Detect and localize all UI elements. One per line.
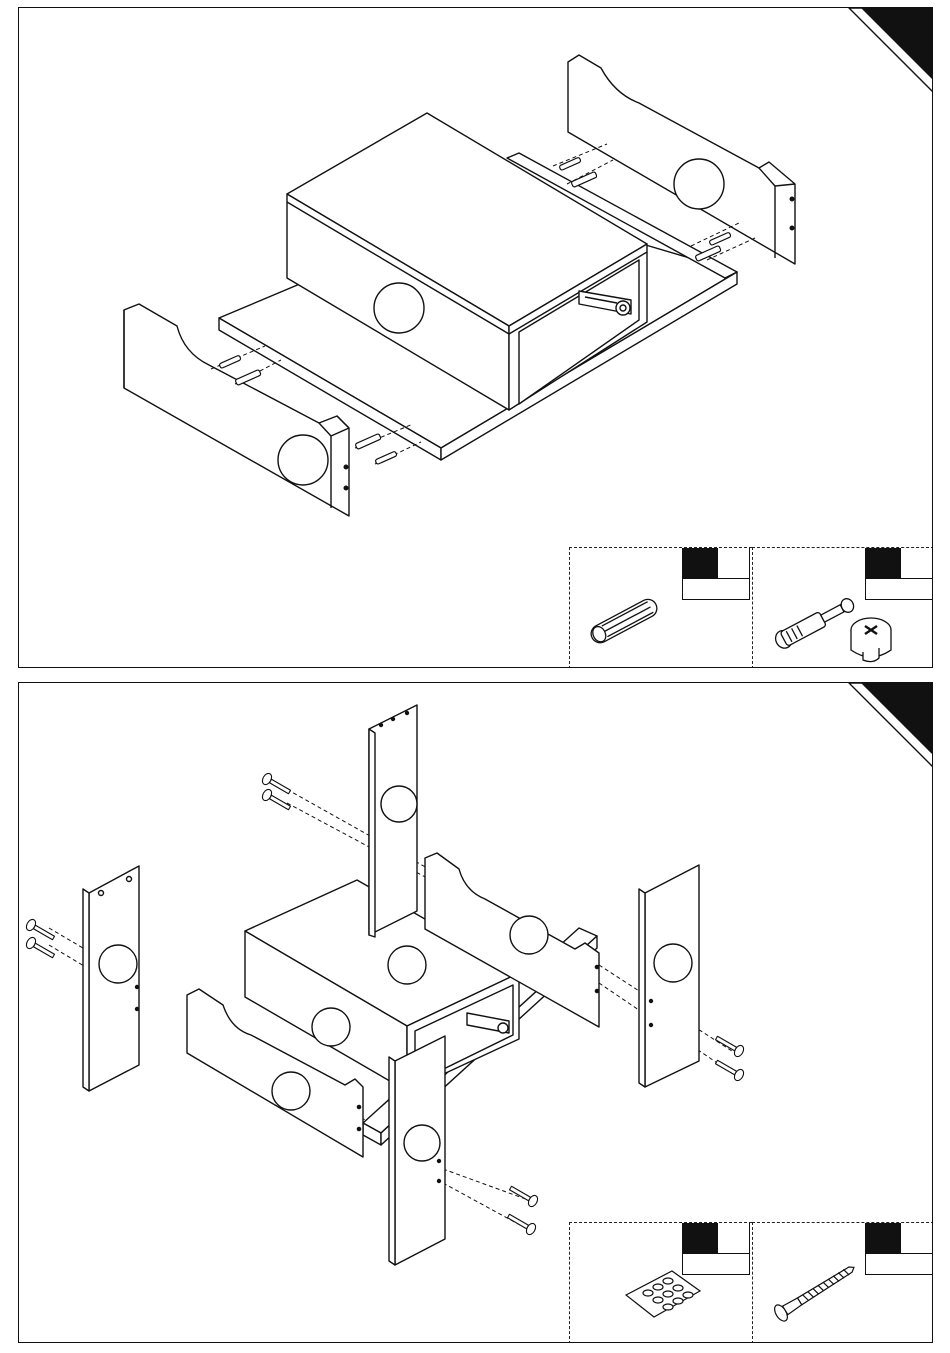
- part-label-circle: [674, 159, 724, 209]
- part-label-circle: [404, 1125, 440, 1161]
- part-label-circle: [278, 435, 328, 485]
- hardware-box-dowel: [569, 547, 752, 668]
- part-label-circle: [388, 946, 426, 984]
- step-corner-tab-icon: [849, 8, 933, 93]
- part-label-circle: [381, 786, 417, 822]
- assembly-step-panel-1: [18, 7, 933, 668]
- leg-panel-right: [639, 865, 699, 1087]
- assembly-step-panel-2: [18, 682, 933, 1343]
- part-label-circle: [654, 944, 692, 982]
- hardware-box-bumper-pads: [569, 1222, 752, 1343]
- leg-panel-left: [83, 866, 139, 1091]
- cam-lock-icon: [851, 618, 891, 662]
- dowel-icon: [588, 596, 660, 646]
- part-label-circle: [374, 283, 424, 333]
- confirmat-screw-icon: [772, 1260, 859, 1323]
- bumper-pad-sheet-icon: [626, 1271, 700, 1317]
- cam-bolt-icon: [773, 595, 857, 651]
- part-label-circle: [312, 1008, 350, 1046]
- leg-panel-front: [389, 1036, 445, 1265]
- part-label-circle: [510, 916, 548, 954]
- part-label-circle: [99, 945, 137, 983]
- leg-panel-rear: [369, 705, 417, 937]
- hardware-box-confirmat-screw: [752, 1222, 933, 1343]
- hardware-box-cam-bolt: [752, 547, 933, 668]
- step-corner-tab-icon: [849, 683, 933, 768]
- part-label-circle: [272, 1072, 310, 1110]
